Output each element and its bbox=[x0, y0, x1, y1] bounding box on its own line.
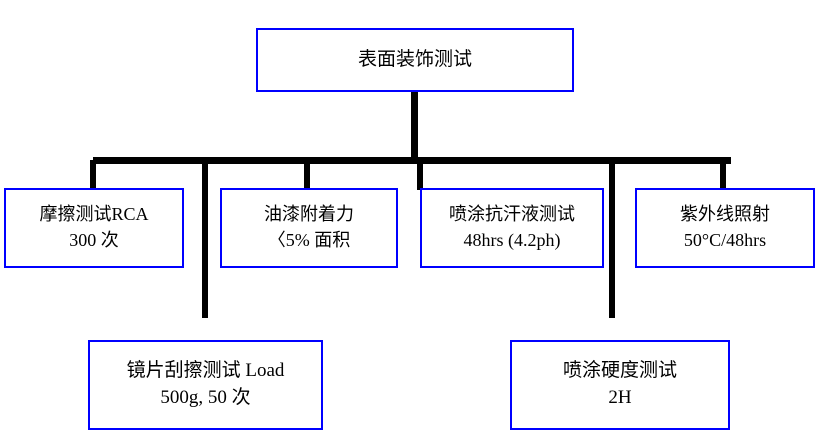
node-paint-line2: 〈5% 面积 bbox=[267, 230, 351, 250]
connector-drop-coating-hardness bbox=[609, 160, 615, 318]
node-paint-adhesion-test[interactable]: 油漆附着力 〈5% 面积 bbox=[220, 188, 398, 268]
node-root-label: 表面装饰测试 bbox=[357, 48, 472, 70]
connector-drop-sweat-resistance bbox=[417, 160, 423, 190]
connector-root-stem bbox=[411, 92, 418, 162]
connector-drop-rca bbox=[90, 160, 96, 190]
node-rca-line1: 摩擦测试RCA bbox=[39, 204, 149, 225]
node-paint-line1: 油漆附着力 bbox=[264, 204, 354, 225]
node-sweat-line2: 48hrs (4.2ph) bbox=[463, 230, 561, 250]
node-coating-hardness-test[interactable]: 喷涂硬度测试 2H bbox=[510, 340, 730, 430]
node-surface-decoration-test[interactable]: 表面装饰测试 bbox=[256, 28, 574, 92]
node-lens-line1: 镜片刮擦测试 Load bbox=[126, 360, 285, 382]
connector-horizontal-bus bbox=[93, 157, 731, 164]
node-rca-line2: 300 次 bbox=[69, 230, 119, 250]
node-hardness-line1: 喷涂硬度测试 bbox=[562, 360, 677, 382]
node-uv-line1: 紫外线照射 bbox=[680, 204, 770, 225]
node-uv-exposure-test[interactable]: 紫外线照射 50°C/48hrs bbox=[635, 188, 815, 268]
node-lens-scratch-test[interactable]: 镜片刮擦测试 Load 500g, 50 次 bbox=[88, 340, 323, 430]
node-sweat-line1: 喷涂抗汗液测试 bbox=[449, 204, 575, 225]
node-sweat-resistance-test[interactable]: 喷涂抗汗液测试 48hrs (4.2ph) bbox=[420, 188, 604, 268]
node-uv-line2: 50°C/48hrs bbox=[683, 230, 767, 250]
connector-drop-paint-adhesion bbox=[304, 160, 310, 190]
node-lens-line2: 500g, 50 次 bbox=[160, 387, 251, 408]
node-hardness-line2: 2H bbox=[608, 387, 632, 408]
node-rca-abrasion-test[interactable]: 摩擦测试RCA 300 次 bbox=[4, 188, 184, 268]
connector-drop-lens-scratch bbox=[202, 160, 208, 318]
connector-drop-uv bbox=[720, 160, 726, 190]
